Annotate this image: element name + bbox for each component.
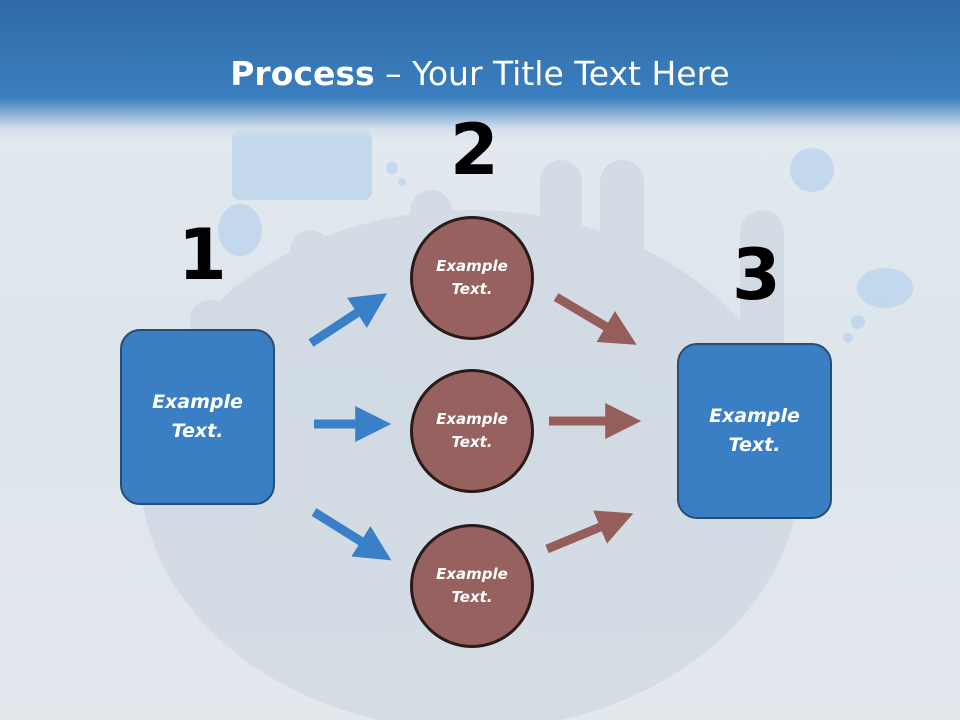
step-number-3: 3 xyxy=(732,234,781,316)
circle-bottom-label: Example Text. xyxy=(436,565,508,606)
slide-title: Process – Your Title Text Here xyxy=(0,54,960,93)
arrow-top-to-right xyxy=(553,293,637,345)
circle-middle-label: Example Text. xyxy=(436,410,508,451)
arrow-left-to-top xyxy=(308,293,388,347)
circle-node-top: Example Text. xyxy=(410,216,534,340)
header-band xyxy=(0,0,960,140)
circle-node-middle: Example Text. xyxy=(410,369,534,493)
right-process-box: Example Text. xyxy=(677,343,832,519)
step-number-2: 2 xyxy=(450,109,499,191)
circle-top-label: Example Text. xyxy=(436,257,508,298)
left-box-label: Example Text. xyxy=(152,391,243,442)
step-number-1: 1 xyxy=(178,214,227,296)
right-box-label: Example Text. xyxy=(709,405,800,456)
arrow-left-to-bot xyxy=(311,508,392,561)
title-bold: Process xyxy=(230,54,375,93)
circle-node-bottom: Example Text. xyxy=(410,524,534,648)
title-rest: – Your Title Text Here xyxy=(374,54,730,93)
left-process-box: Example Text. xyxy=(120,329,275,505)
arrow-bot-to-right xyxy=(545,510,634,554)
